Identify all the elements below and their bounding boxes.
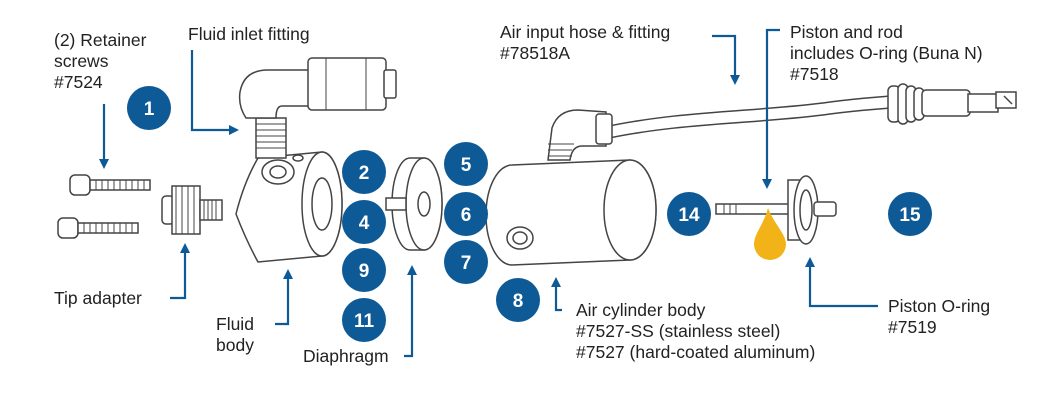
- label-fluid-body: Fluid body: [216, 314, 254, 356]
- label-tip-adapter: Tip adapter: [54, 288, 142, 308]
- arrow-air-input: [712, 34, 740, 85]
- air-input-hose: [599, 95, 891, 141]
- svg-text:4: 4: [359, 213, 370, 234]
- label-piston-rod-line3: #7518: [790, 64, 839, 84]
- arrow-tip-adapter: [170, 243, 190, 300]
- label-piston-rod-line1: Piston and rod: [790, 22, 903, 42]
- badge-9: 9: [342, 248, 386, 292]
- svg-text:14: 14: [678, 205, 700, 226]
- badge-7: 7: [444, 240, 488, 284]
- badge-6: 6: [444, 192, 488, 236]
- label-piston-oring: Piston O-ring #7519: [888, 296, 990, 338]
- label-retainer-screws-line1: (2) Retainer: [54, 30, 147, 50]
- label-piston-rod-line2: includes O-ring (Buna N): [790, 43, 983, 63]
- arrow-diaphragm: [404, 265, 417, 358]
- label-piston-oring-line1: Piston O-ring: [888, 296, 991, 316]
- badge-8: 8: [496, 278, 540, 322]
- label-air-input-line1: Air input hose & fitting: [500, 22, 671, 42]
- label-air-cylinder-line1: Air cylinder body: [576, 300, 706, 320]
- retainer-screw-top: [69, 174, 151, 196]
- callout-arrows: [99, 28, 878, 358]
- air-cylinder-body: [485, 159, 657, 266]
- svg-text:8: 8: [513, 291, 524, 312]
- arrow-fluid-body: [275, 269, 293, 326]
- fluid-drop: [754, 208, 786, 260]
- hose-end-fitting: [887, 83, 1017, 125]
- retainer-screw-bottom: [57, 217, 139, 239]
- arrow-piston-rod: [762, 28, 780, 189]
- label-diaphragm: Diaphragm: [303, 346, 389, 366]
- badge-11: 11: [342, 298, 386, 342]
- arrow-piston-oring: [805, 257, 878, 308]
- badge-4: 4: [342, 200, 386, 244]
- label-piston-oring-line2: #7519: [888, 317, 937, 337]
- label-fluid-body-line1: Fluid: [216, 314, 254, 334]
- svg-text:6: 6: [461, 205, 472, 226]
- badge-14: 14: [667, 192, 711, 236]
- arrow-air-cylinder: [551, 277, 562, 312]
- piston-rod-assembly: [715, 175, 837, 245]
- label-air-cylinder-line3: #7527 (hard-coated aluminum): [576, 342, 816, 362]
- svg-text:1: 1: [144, 99, 155, 120]
- diaphragm: [385, 157, 443, 251]
- air-fitting-elbow: [547, 109, 613, 161]
- svg-text:15: 15: [899, 205, 921, 226]
- arrow-fluid-inlet: [190, 50, 239, 135]
- label-air-input-hose: Air input hose & fitting #78518A: [500, 22, 670, 64]
- label-air-cylinder-line2: #7527-SS (stainless steel): [576, 321, 781, 341]
- label-fluid-inlet-fitting: Fluid inlet fitting: [188, 24, 310, 44]
- svg-text:9: 9: [359, 261, 370, 282]
- badge-1: 1: [127, 86, 171, 130]
- badge-2: 2: [342, 150, 386, 194]
- label-fluid-body-line2: body: [216, 335, 254, 355]
- svg-text:11: 11: [354, 311, 375, 332]
- svg-text:5: 5: [461, 155, 472, 176]
- badge-15: 15: [888, 192, 932, 236]
- fluid-body: [235, 151, 343, 263]
- label-retainer-screws: (2) Retainer screws #7524: [54, 30, 146, 93]
- svg-text:7: 7: [461, 253, 472, 274]
- fluid-inlet-fitting: [238, 57, 397, 159]
- tip-adapter: [161, 185, 223, 235]
- label-retainer-screws-line3: #7524: [54, 72, 103, 92]
- svg-text:2: 2: [359, 163, 370, 184]
- label-air-input-line2: #78518A: [500, 43, 571, 63]
- label-air-cylinder-body: Air cylinder body #7527-SS (stainless st…: [576, 300, 815, 363]
- label-piston-rod: Piston and rod includes O-ring (Buna N) …: [790, 22, 983, 85]
- label-retainer-screws-line2: screws: [54, 51, 109, 71]
- badge-5: 5: [444, 142, 488, 186]
